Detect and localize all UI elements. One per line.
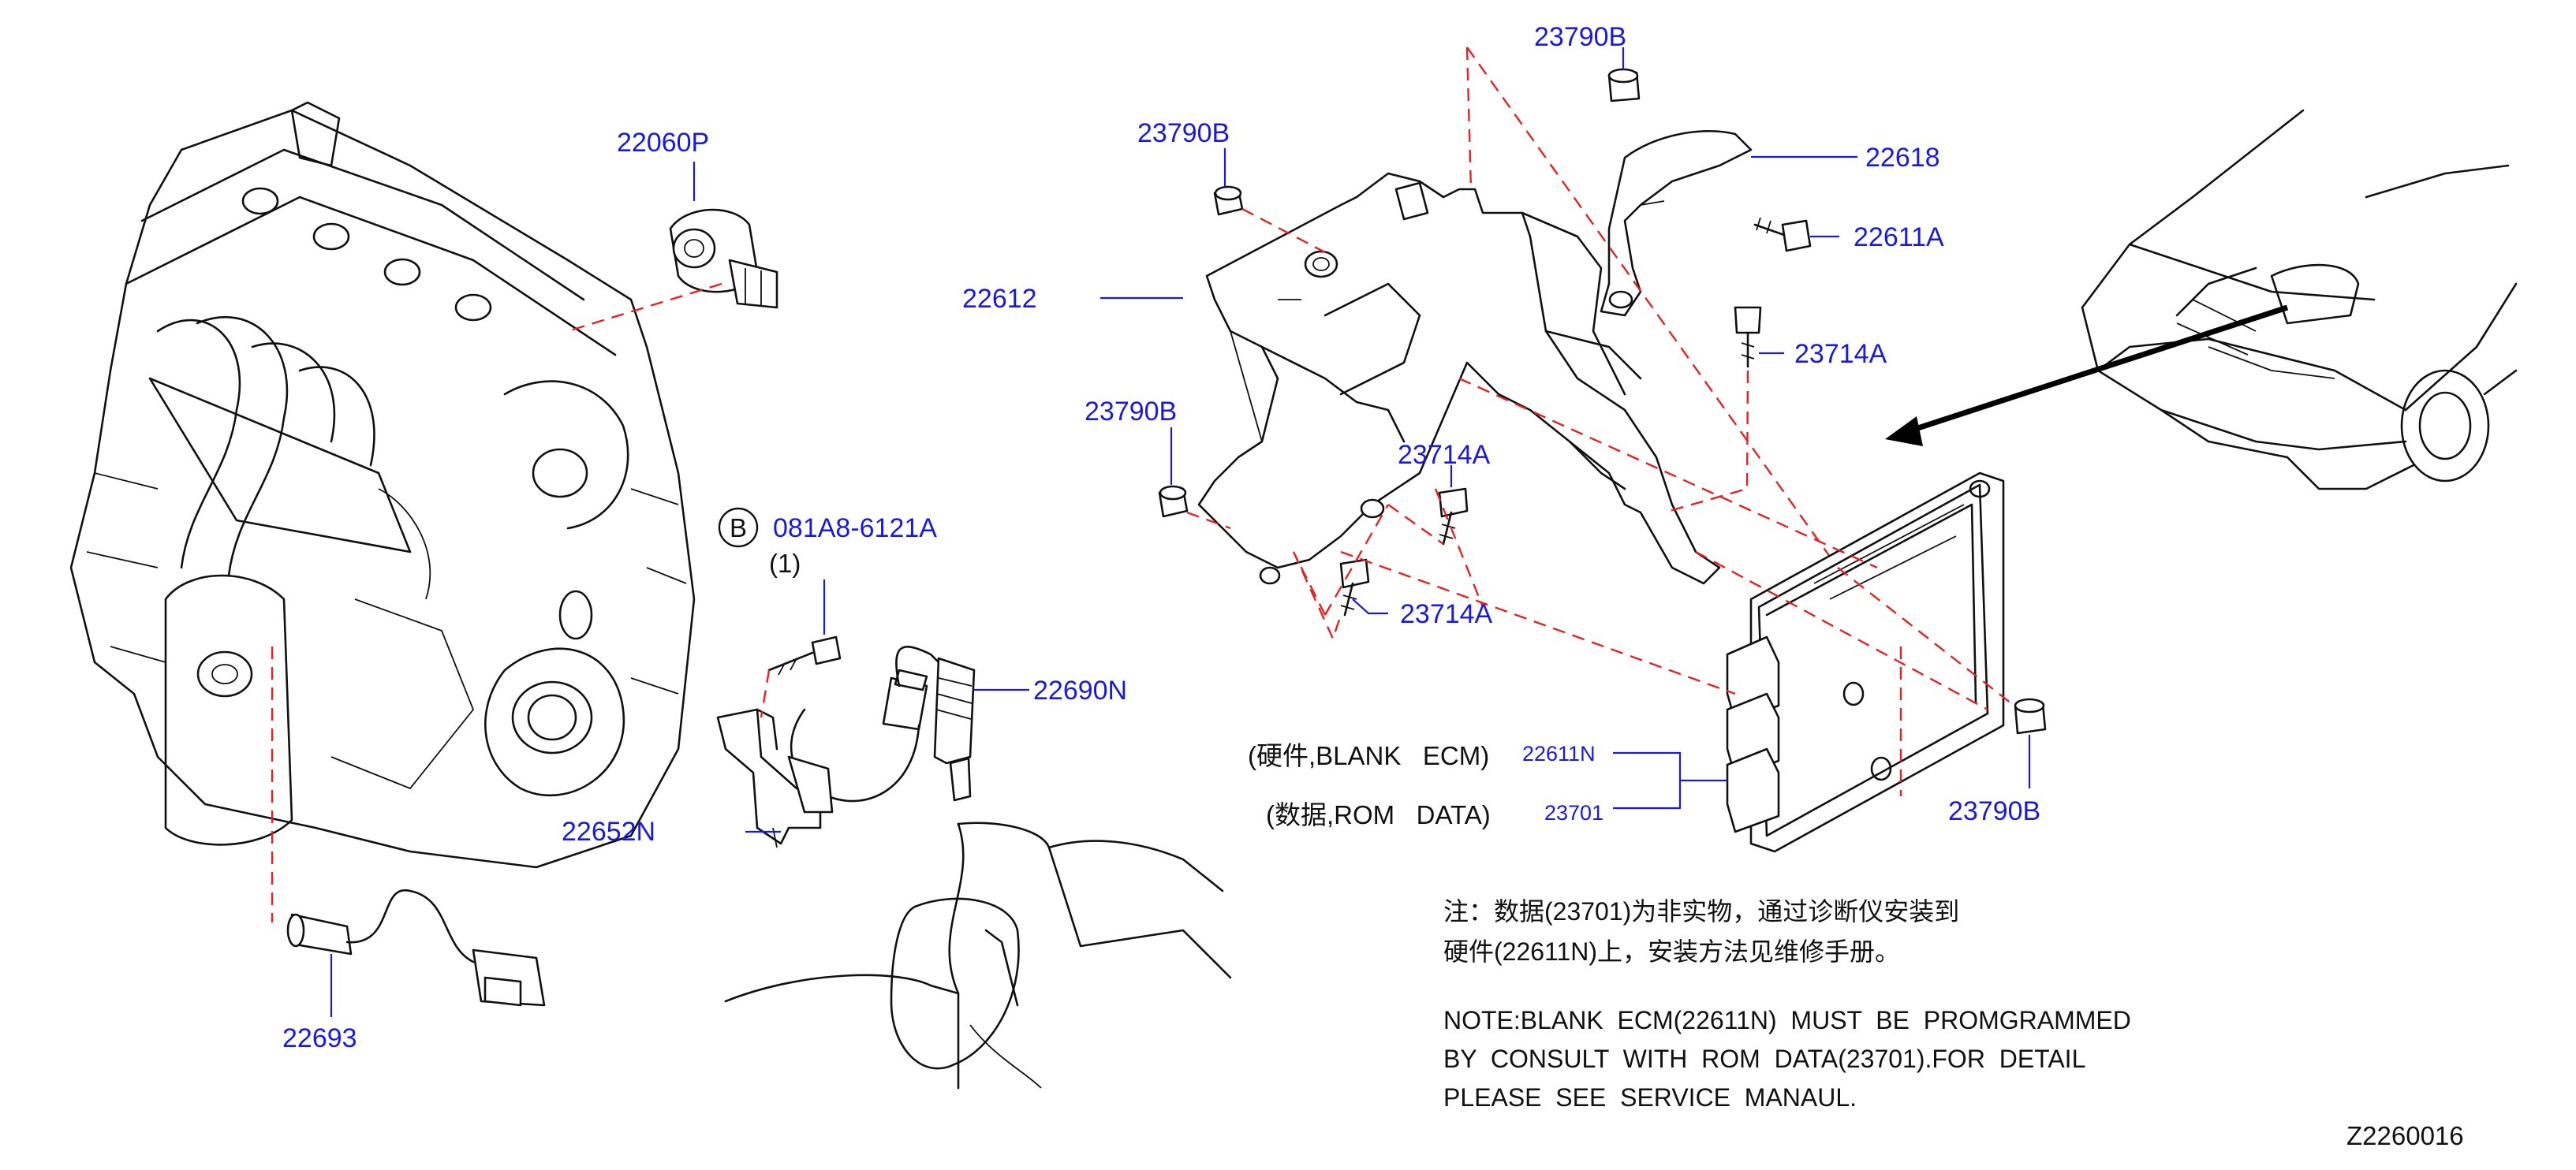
note-en-line-1: NOTE:BLANK ECM(22611N) MUST BE PROMGRAMM… [1443, 1006, 2131, 1034]
label-081A8-6121A: 081A8-6121A [773, 513, 937, 543]
figure-code: Z2260016 [2346, 1121, 2464, 1150]
note-cn-line-2: 硬件(22611N)上，安装方法见维修手册。 [1443, 937, 1900, 966]
label-22611N: 22611N [1522, 742, 1596, 766]
label-23790B-left: 23790B [1137, 118, 1230, 148]
label-23714A-lower: 23714A [1400, 599, 1493, 629]
location-arrow-head [1885, 416, 1923, 446]
label-22693: 22693 [282, 1023, 357, 1053]
ecm-bracket-22612 [1197, 172, 1721, 585]
ecm-unit [1726, 471, 2005, 853]
label-22690N: 22690N [1033, 676, 1127, 706]
phantom-line-bolt-right [1663, 370, 1749, 514]
label-23714A-upper: 23714A [1398, 440, 1491, 470]
bolt-23714A-upper [1438, 487, 1469, 546]
label-22060P: 22060P [617, 128, 709, 158]
phantom-line-bracket [760, 669, 771, 718]
crank-angle-sensor [286, 889, 546, 1007]
nut-23790B-top [1607, 68, 1641, 102]
phantom-line-nut-mid [1186, 511, 1231, 530]
circle-b-letter: B [730, 513, 747, 542]
vehicle-illustration [2081, 109, 2518, 490]
exhaust-pipe [724, 822, 1232, 1090]
label-22652N: 22652N [562, 817, 655, 847]
label-23790B-right: 23790B [1948, 796, 2040, 826]
phantom-lines-ecm [1340, 377, 2020, 796]
bolt-22611A [1753, 217, 1812, 252]
location-arrow [1899, 304, 2289, 437]
bracket-22618 [1600, 129, 1753, 317]
note-cn-line-1: 注：数据(23701)为非实物，通过诊断仪安装到 [1443, 897, 1959, 926]
label-22611A: 22611A [1854, 222, 1944, 252]
callout-hardware-blank-ecm: (硬件,BLANK ECM) [1248, 741, 1489, 770]
phantom-line-top [1465, 47, 1839, 568]
phantom-line-knock [567, 282, 722, 333]
circle-b-marker [718, 507, 759, 548]
note-en-line-2: BY CONSULT WITH ROM DATA(23701).FOR DETA… [1443, 1045, 2085, 1073]
label-22618: 22618 [1865, 143, 1940, 173]
harness-bracket [716, 708, 834, 848]
nut-23790B-right [2014, 698, 2047, 735]
label-23701: 23701 [1544, 801, 1603, 825]
nut-23790B-mid [1158, 485, 1189, 518]
o2-sensor-harness [790, 646, 976, 803]
label-22612: 22612 [962, 284, 1037, 314]
bolt-23714A-right [1734, 306, 1762, 368]
note-en-line-3: PLEASE SEE SERVICE MANAUL. [1443, 1083, 1857, 1112]
callout-data-rom-data: (数据,ROM DATA) [1266, 800, 1491, 829]
leader-23714A-lower [1352, 598, 1388, 615]
label-quantity: (1) [769, 549, 801, 578]
callout-bracket-ecm [1613, 751, 1727, 810]
phantom-lines-bracket-bolts [1292, 488, 1484, 642]
label-23790B-top: 23790B [1534, 22, 1626, 52]
label-23790B-mid: 23790B [1085, 397, 1177, 427]
nut-23790B-left [1213, 185, 1244, 216]
bolt-23714A-lower [1339, 558, 1370, 617]
knock-sensor [669, 208, 778, 309]
label-23714A-right: 23714A [1794, 339, 1887, 369]
phantom-line-nut-left [1241, 207, 1326, 254]
engine-illustration [69, 101, 696, 869]
bolt-081A8 [767, 635, 842, 676]
